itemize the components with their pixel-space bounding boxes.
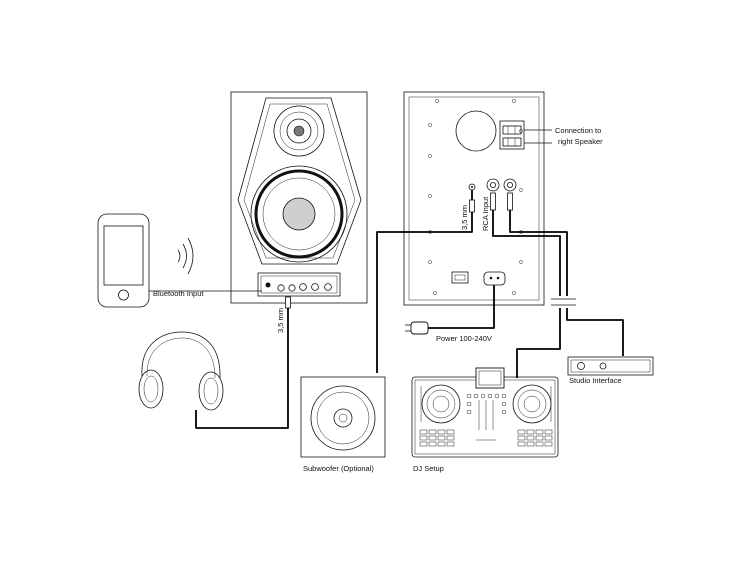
power-switch-icon [451, 271, 469, 284]
tweeter-icon [273, 105, 325, 157]
headphone-jack-plug [285, 296, 291, 309]
cables [149, 129, 624, 429]
headphones-icon [138, 331, 224, 411]
headphone-cable [195, 305, 289, 429]
connection-label-line2: right Speaker [558, 137, 603, 146]
audio-interface-icon [567, 356, 654, 376]
connection-label-line1: Connection to [555, 126, 601, 135]
headphone-mm-label: 3,5 mm [276, 308, 285, 333]
subwoofer-icon [300, 376, 386, 458]
aux-jack-icon [468, 183, 476, 191]
rca-cable-left [492, 210, 561, 296]
power-plug-icon [405, 321, 429, 335]
smartphone-icon [97, 213, 150, 308]
power-socket-icon [483, 271, 506, 286]
rca-cable-right [509, 210, 568, 296]
power-cable [428, 285, 495, 329]
rear-mm-label: 3,5 mm [460, 205, 469, 230]
dj-controller-icon [411, 367, 559, 458]
bluetooth-input-label: Bluetooth Input [153, 289, 204, 298]
subwoofer-cable [376, 190, 473, 373]
power-label: Power 100-240V [436, 334, 492, 343]
subwoofer-label: Subwoofer (Optional) [303, 464, 374, 473]
speaker-front [230, 91, 368, 304]
dj-setup-label: DJ Setup [413, 464, 444, 473]
rca-jacks-icon [486, 178, 517, 192]
interface-cable [566, 308, 624, 356]
dj-cable [516, 308, 561, 378]
studio-interface-label: Studio Interface [569, 376, 622, 385]
front-control-panel [257, 272, 341, 297]
wireless-signal-icon [177, 237, 194, 275]
speaker-terminals [499, 120, 525, 150]
rca-input-label: RCA Input [481, 196, 490, 231]
speaker-rear [403, 91, 545, 306]
woofer-icon [250, 165, 348, 263]
